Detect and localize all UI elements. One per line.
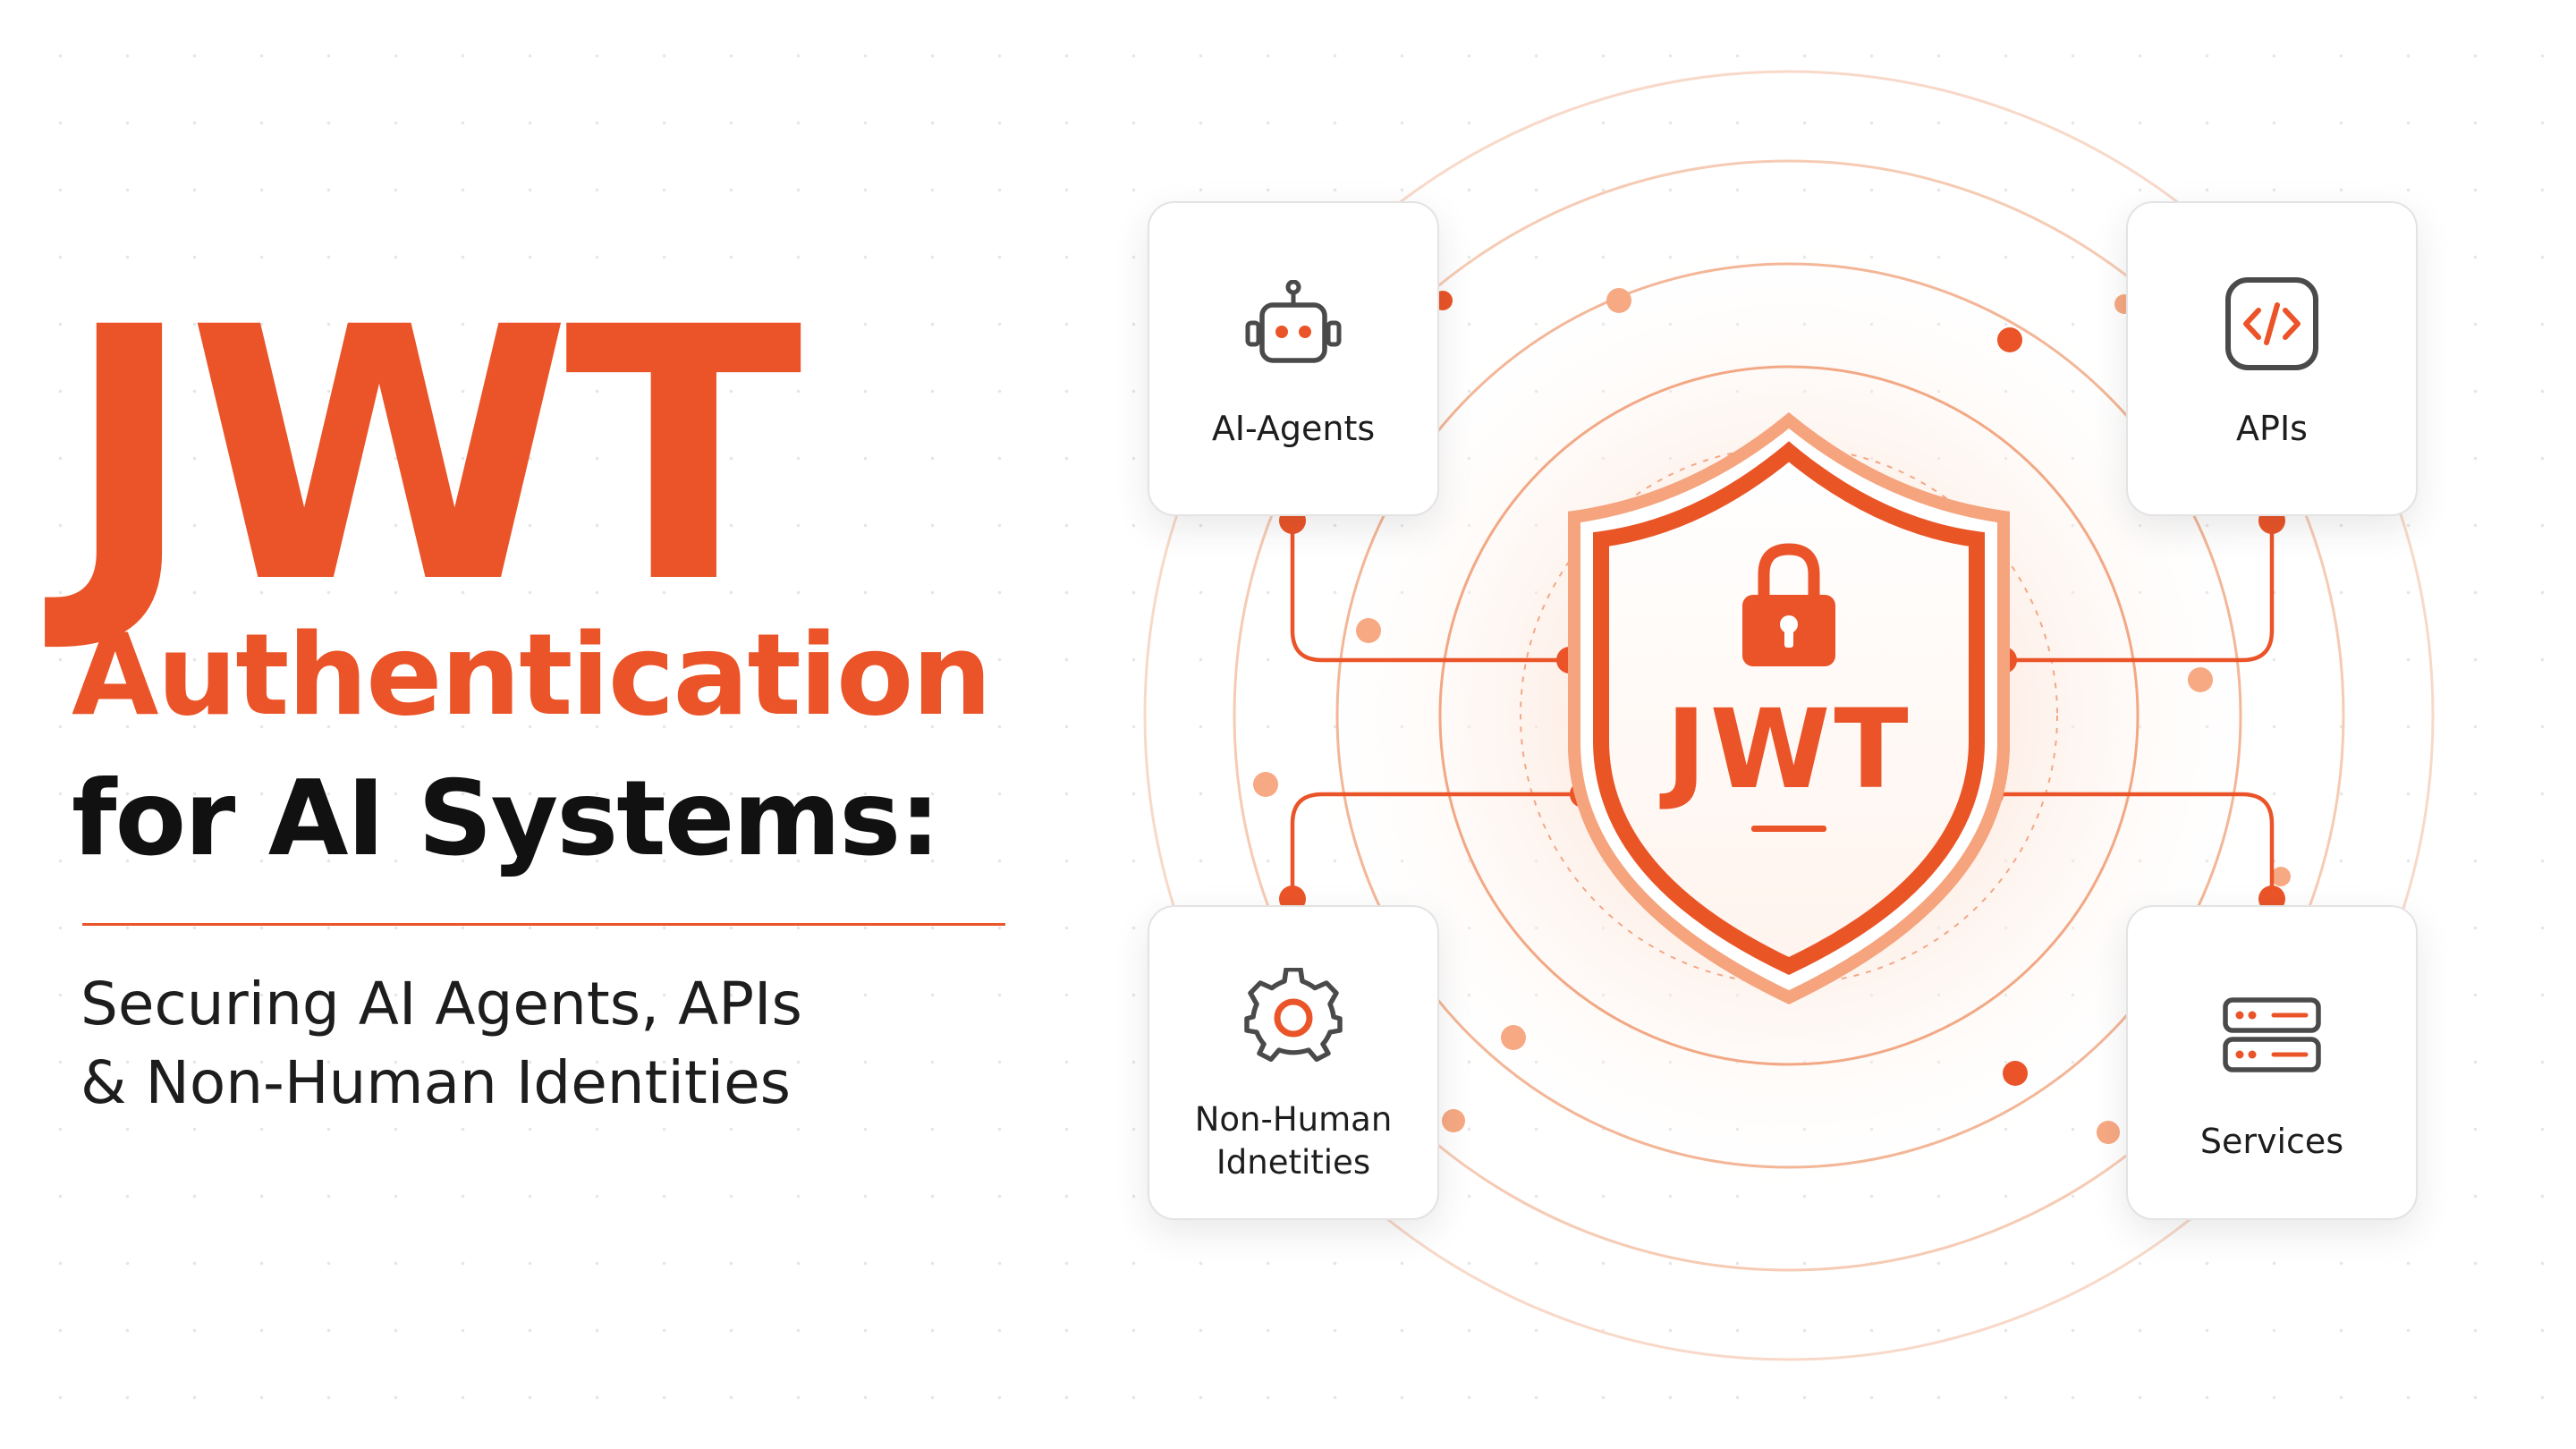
lock-shackle	[1758, 543, 1820, 597]
title-divider	[82, 923, 1005, 926]
subtitle-line-2: & Non-Human Identities	[80, 1048, 792, 1117]
jwt-shield	[1568, 411, 2010, 1004]
node-label-services: Services	[2199, 1122, 2344, 1161]
title-for-ai-systems: for AI Systems:	[72, 758, 941, 879]
orbit-dot	[1253, 772, 1278, 797]
lock-keyhole-slot	[1784, 626, 1793, 648]
subtitle: Securing AI Agents, APIs & Non-Human Ide…	[80, 965, 1091, 1123]
shield-underline	[1751, 826, 1826, 832]
orbit-dot	[2188, 667, 2213, 692]
orbit-dot	[1442, 1109, 1465, 1132]
code-icon	[2225, 277, 2318, 370]
connector-non-human	[1290, 792, 1583, 899]
title-block: JWT Authentication for AI Systems: Secur…	[64, 282, 1091, 1123]
orbit-dot	[1997, 327, 2022, 352]
orbit-dot	[1501, 1025, 1526, 1050]
orbit-dot	[1606, 288, 1631, 313]
title-jwt: JWT	[64, 253, 802, 659]
node-label-non-human-line-1: Non-Human	[1194, 1100, 1393, 1139]
orbit-ring-4	[1438, 365, 2140, 1066]
orbit-dot	[2097, 1121, 2120, 1144]
lock-icon	[1742, 543, 1835, 666]
title-authentication: Authentication	[72, 609, 992, 741]
orbit-dot	[2003, 1061, 2028, 1086]
node-label-non-human-line-2: Idnetities	[1216, 1143, 1371, 1182]
orbit-dot	[2271, 867, 2291, 886]
shield-jwt-label: JWT	[1659, 686, 1911, 813]
node-services: Services	[2126, 905, 2418, 1220]
robot-icon	[1245, 280, 1342, 363]
node-label-ai-agents: AI-Agents	[1211, 409, 1376, 448]
gear-icon	[1244, 968, 1343, 1063]
orbit-ring-2	[1233, 159, 2345, 1272]
shield-inner	[1593, 441, 1985, 975]
server-icon	[2223, 997, 2321, 1072]
orbit-ring-3	[1335, 262, 2242, 1169]
orbit-ring-1	[1143, 70, 2435, 1361]
orbit-ring-5	[1520, 446, 2058, 985]
node-ai-agents: AI-Agents	[1148, 201, 1439, 516]
node-non-human-identities: Non-Human Idnetities	[1148, 905, 1439, 1220]
connector-ai-agents	[1290, 521, 1570, 663]
connector-services	[1990, 792, 2275, 899]
subtitle-line-1: Securing AI Agents, APIs	[80, 970, 802, 1038]
connector-lines	[1290, 521, 2275, 899]
node-label-apis: APIs	[2236, 409, 2308, 448]
connector-apis	[2004, 521, 2275, 663]
node-apis: APIs	[2126, 201, 2418, 516]
orbit-dot	[1356, 618, 1381, 643]
